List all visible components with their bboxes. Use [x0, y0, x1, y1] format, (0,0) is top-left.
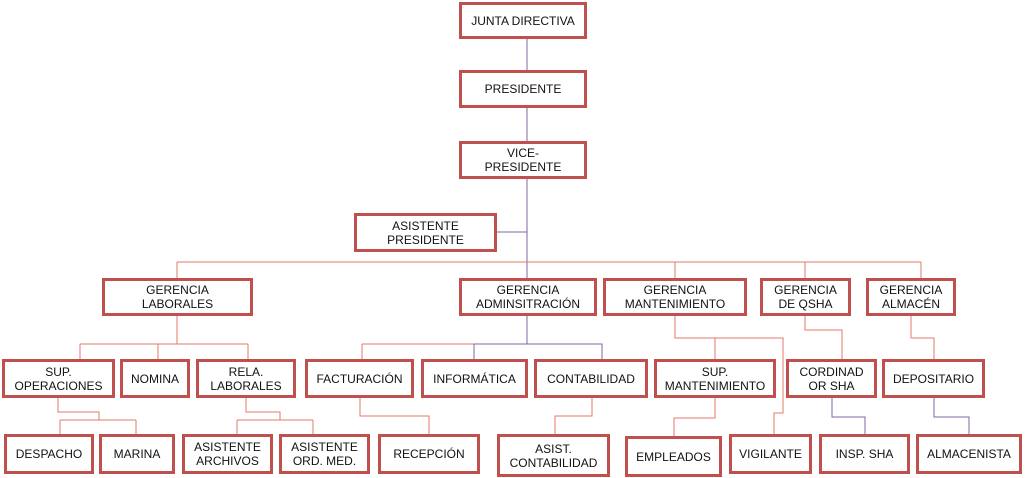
- org-node-label: GERENCIA DE QSHA: [774, 283, 837, 311]
- org-node-label: GERENCIA LABORALES: [141, 283, 214, 311]
- org-node-vice: VICE- PRESIDENTE: [459, 141, 587, 179]
- org-node-sup-op: SUP. OPERACIONES: [2, 359, 115, 398]
- org-node-marina: MARINA: [99, 434, 175, 474]
- org-node-asist-conta: ASIST. CONTABILIDAD: [497, 434, 610, 477]
- org-node-label: ASIST. CONTABILIDAD: [509, 441, 598, 470]
- org-node-g-almacen: GERENCIA ALMACÉN: [866, 278, 956, 316]
- org-node-depositario: DEPOSITARIO: [882, 359, 985, 398]
- org-node-g-qsha: GERENCIA DE QSHA: [760, 278, 851, 316]
- org-node-vigilante: VIGILANTE: [729, 434, 812, 474]
- org-node-asist-ord: ASISTENTE ORD. MED.: [279, 434, 370, 474]
- connector-line: [674, 316, 784, 434]
- org-node-g-admin: GERENCIA ADMINSITRACIÓN: [459, 278, 597, 316]
- org-node-g-laborales: GERENCIA LABORALES: [102, 278, 253, 316]
- org-node-label: RELA. LABORALES: [210, 364, 282, 393]
- org-node-junta: JUNTA DIRECTIVA: [459, 2, 587, 39]
- org-node-label: CORDINAD OR SHA: [799, 364, 864, 393]
- org-node-label: EMPLEADOS: [636, 449, 711, 464]
- org-node-label: PRESIDENTE: [484, 82, 562, 96]
- org-node-label: JUNTA DIRECTIVA: [471, 13, 575, 28]
- org-node-label: MARINA: [113, 447, 161, 461]
- connector-line: [554, 398, 593, 434]
- org-node-label: ASISTENTE PRESIDENTE: [387, 218, 464, 247]
- org-node-contabilidad: CONTABILIDAD: [534, 359, 648, 398]
- org-node-label: SUP. OPERACIONES: [14, 364, 103, 393]
- org-node-label: GERENCIA MANTENIMIENTO: [624, 283, 726, 311]
- org-node-rela: RELA. LABORALES: [196, 359, 296, 398]
- connector-line: [933, 398, 970, 434]
- org-node-g-mant: GERENCIA MANTENIMIENTO: [603, 278, 747, 316]
- org-node-label: VIGILANTE: [739, 447, 802, 461]
- connector-line: [176, 261, 922, 278]
- org-node-sup-mant: SUP. MANTENIMIENTO: [654, 359, 776, 398]
- org-node-label: DEPOSITARIO: [892, 371, 975, 386]
- org-node-asistente-presidente: ASISTENTE PRESIDENTE: [354, 213, 497, 252]
- connector-line: [473, 316, 603, 359]
- org-node-facturacion: FACTURACIÓN: [305, 359, 414, 398]
- org-node-label: INFORMÁTICA: [433, 371, 516, 386]
- connector-line: [236, 398, 314, 434]
- org-node-label: ALMACENISTA: [927, 447, 1011, 461]
- org-node-despacho: DESPACHO: [4, 434, 94, 474]
- org-node-label: RECEPCIÓN: [393, 447, 465, 461]
- connector-line: [804, 316, 843, 359]
- org-node-label: ASISTENTE ARCHIVOS: [194, 440, 261, 468]
- connector-line: [359, 398, 430, 434]
- connector-line: [79, 316, 249, 359]
- org-node-label: SUP. MANTENIMIENTO: [664, 364, 766, 393]
- org-node-insp-sha: INSP. SHA: [819, 434, 910, 474]
- org-node-informatica: INFORMÁTICA: [421, 359, 528, 398]
- org-node-label: VICE- PRESIDENTE: [484, 146, 562, 174]
- org-node-label: INSP. SHA: [835, 447, 894, 461]
- org-node-label: GERENCIA ADMINSITRACIÓN: [475, 283, 580, 311]
- connector-line: [910, 316, 935, 359]
- org-node-label: ASISTENTE ORD. MED.: [291, 440, 358, 468]
- org-node-empleados: EMPLEADOS: [625, 436, 722, 477]
- connector-line: [831, 398, 866, 434]
- org-node-label: DESPACHO: [15, 447, 83, 461]
- org-node-recepcion: RECEPCIÓN: [378, 434, 480, 474]
- org-node-label: NOMINA: [131, 371, 179, 386]
- connector-line: [57, 398, 137, 434]
- org-node-label: GERENCIA ALMACÉN: [879, 283, 943, 311]
- org-node-label: CONTABILIDAD: [547, 371, 635, 386]
- org-node-presidente: PRESIDENTE: [459, 70, 587, 108]
- connector-line: [673, 398, 716, 436]
- org-node-label: FACTURACIÓN: [316, 371, 403, 386]
- org-node-almacenista: ALMACENISTA: [916, 434, 1022, 474]
- org-node-nomina: NOMINA: [120, 359, 190, 398]
- org-node-cordinador: CORDINAD OR SHA: [786, 359, 877, 398]
- connector-line: [361, 343, 474, 359]
- org-node-asist-archivos: ASISTENTE ARCHIVOS: [182, 434, 273, 474]
